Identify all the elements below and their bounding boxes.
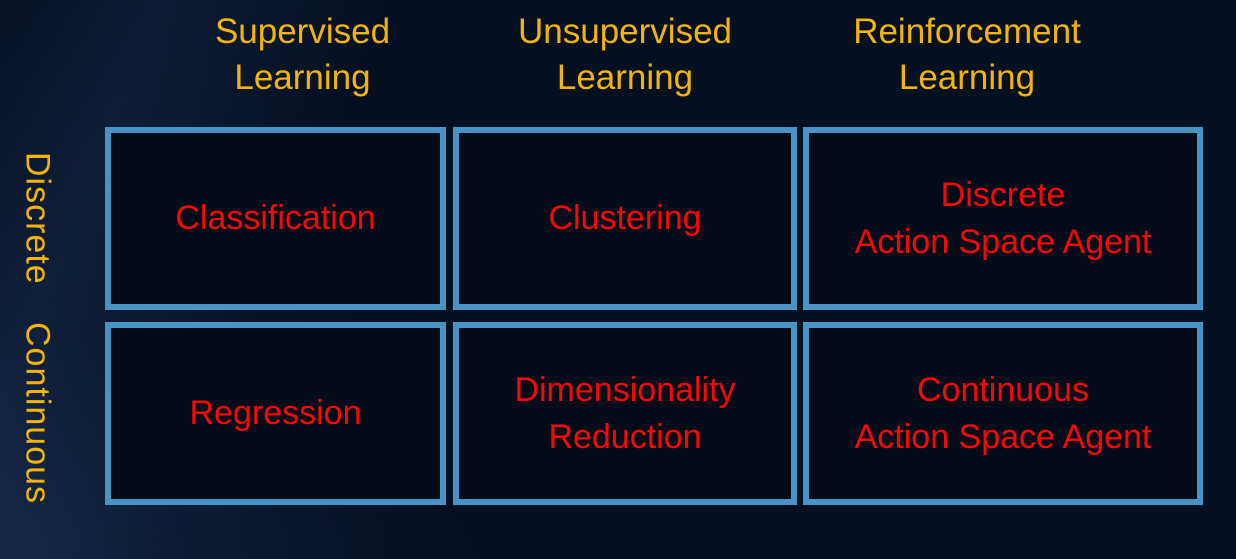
cell-classification: Classification [105,127,446,310]
column-header-unsupervised-learning: Unsupervised Learning [518,12,732,97]
cell-discrete-action-space-agent: Discrete Action Space Agent [803,127,1203,310]
cell-dimensionality-reduction: Dimensionality Reduction [453,322,797,505]
cell-regression: Regression [105,322,446,505]
column-header-supervised-learning: Supervised Learning [214,12,391,97]
cell-clustering: Clustering [453,127,797,310]
column-header-reinforcement-learning: Reinforcement Learning [853,12,1081,97]
row-header-discrete-box: Discrete [8,127,66,310]
cell-continuous-action-space-agent: Continuous Action Space Agent [803,322,1203,505]
row-header-continuous-box: Continuous [8,322,66,505]
row-header-continuous: Continuous [18,322,57,505]
row-header-discrete: Discrete [18,152,57,285]
